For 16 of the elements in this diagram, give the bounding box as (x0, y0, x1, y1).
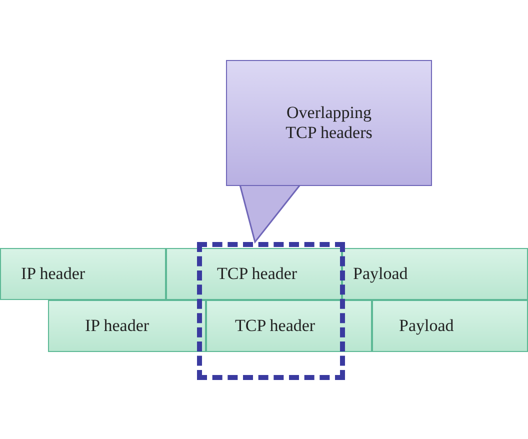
packet-field (166, 248, 342, 300)
packet-field (342, 248, 528, 300)
callout-box (226, 60, 432, 186)
packet-field (372, 300, 528, 352)
callout-pointer (239, 184, 301, 244)
packet-field (0, 248, 166, 300)
field-label: TCP header (235, 316, 316, 336)
field-label: IP header (85, 316, 150, 336)
callout-text: Overlapping TCP headers (284, 103, 374, 143)
packet-field (206, 300, 372, 352)
field-label: IP header (21, 264, 86, 284)
packet-field (48, 300, 206, 352)
field-label: Payload (353, 264, 408, 284)
field-label: TCP header (217, 264, 298, 284)
field-label: Payload (399, 316, 454, 336)
highlight-frame (197, 242, 345, 380)
